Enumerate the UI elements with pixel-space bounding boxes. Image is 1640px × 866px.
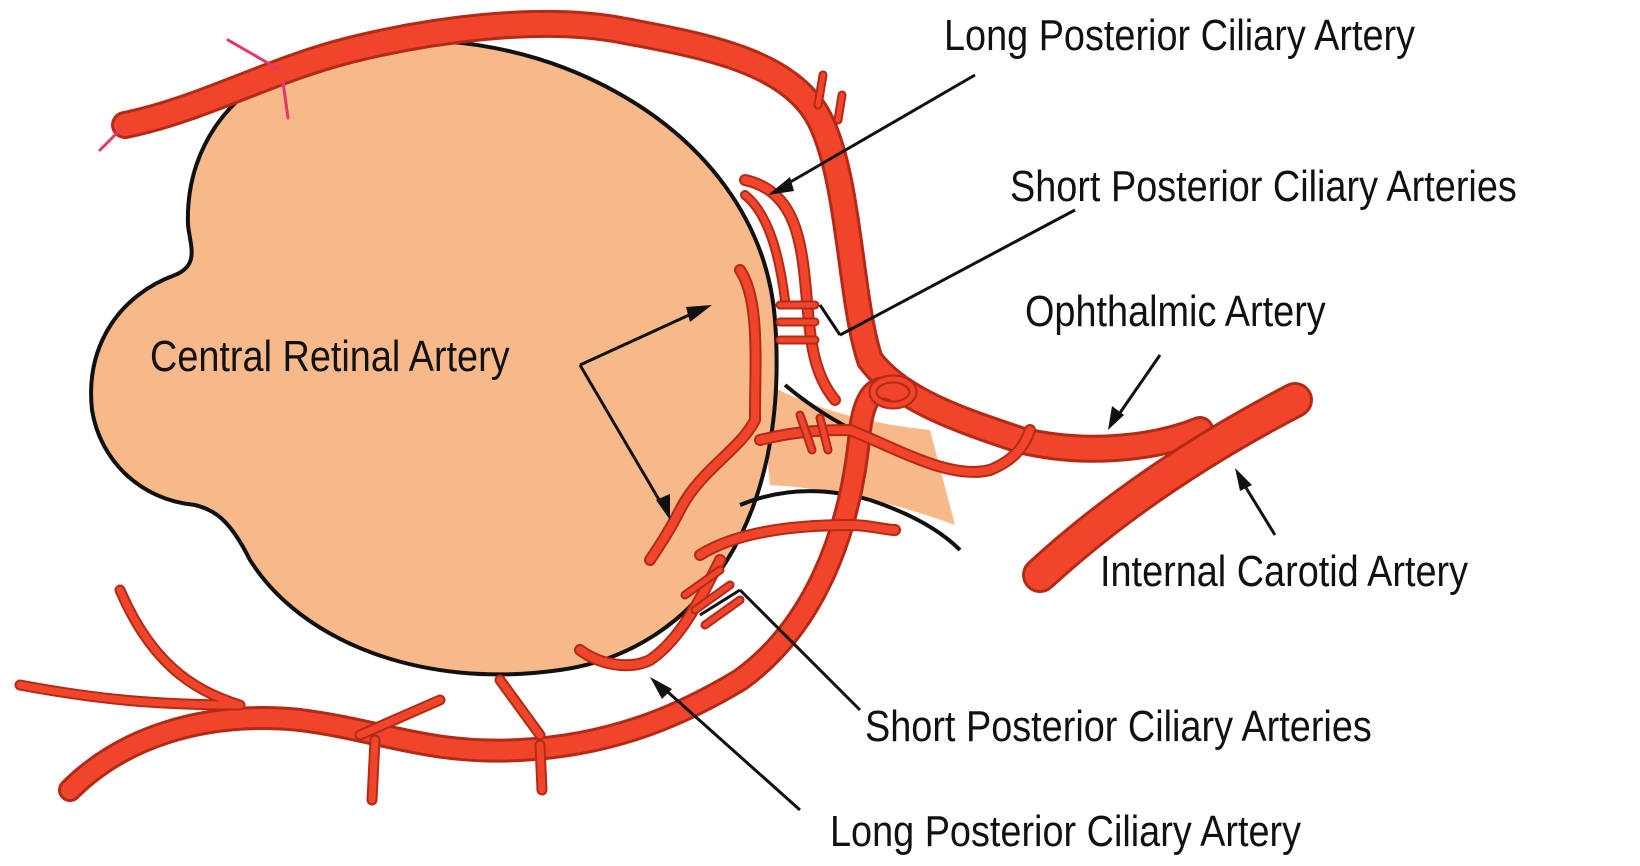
label-long-posterior-ciliary-top: Long Posterior Ciliary Artery [944, 14, 1415, 58]
label-short-posterior-ciliary-bottom: Short Posterior Ciliary Arteries [865, 705, 1372, 749]
label-internal-carotid-artery: Internal Carotid Artery [1100, 550, 1468, 594]
label-ophthalmic-artery: Ophthalmic Artery [1025, 290, 1326, 334]
label-short-posterior-ciliary-top: Short Posterior Ciliary Arteries [1010, 165, 1517, 209]
label-long-posterior-ciliary-bottom: Long Posterior Ciliary Artery [830, 810, 1301, 854]
label-central-retinal-artery: Central Retinal Artery [150, 335, 510, 379]
